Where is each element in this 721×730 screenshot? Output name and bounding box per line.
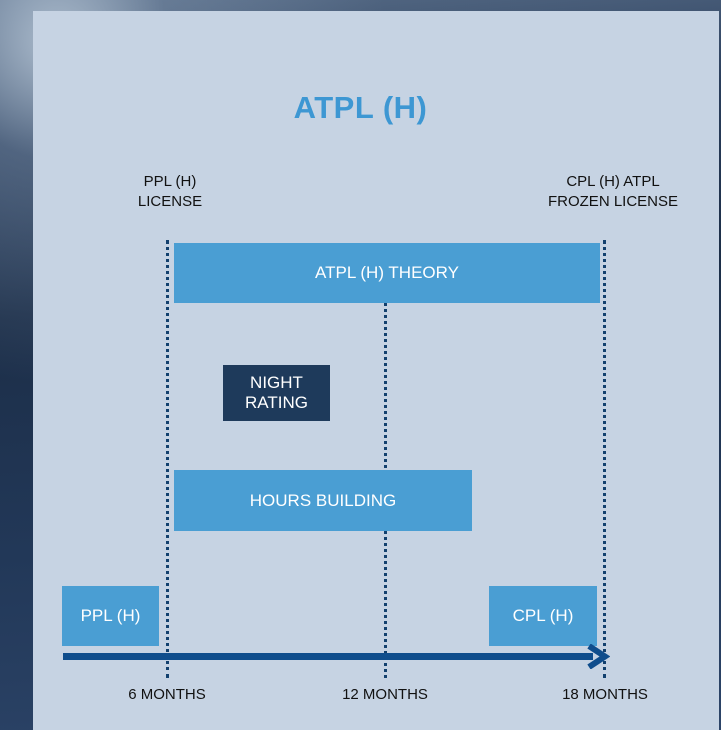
cpl-atpl-label-line2: FROZEN LICENSE [547,193,679,210]
timeline-axis [63,653,593,660]
night-rating-line2: RATING [245,393,308,412]
tick-18-months: 18 MONTHS [562,686,648,703]
ppl-license-label-line1: PPL (H) [143,173,197,190]
cpl-atpl-label-line1: CPL (H) ATPL [566,173,660,190]
ppl-license-label-line2: LICENSE [137,193,203,210]
tick-6-months: 6 MONTHS [128,686,206,703]
guide-line-6-months [166,240,169,678]
ppl-box: PPL (H) [62,586,159,646]
guide-line-18-months [603,240,606,678]
timeline-arrowhead-icon [587,644,610,669]
cpl-box: CPL (H) [489,586,597,646]
hours-building-bar: HOURS BUILDING [174,470,472,531]
tick-12-months: 12 MONTHS [342,686,428,703]
night-rating-box: NIGHT RATING [223,365,330,421]
ppl-license-label: PPL (H) LICENSE [110,172,230,212]
diagram-title: ATPL (H) [293,90,428,125]
atpl-theory-bar: ATPL (H) THEORY [174,243,600,303]
night-rating-line1: NIGHT [250,373,303,392]
cpl-atpl-frozen-license-label: CPL (H) ATPL FROZEN LICENSE [528,172,698,212]
